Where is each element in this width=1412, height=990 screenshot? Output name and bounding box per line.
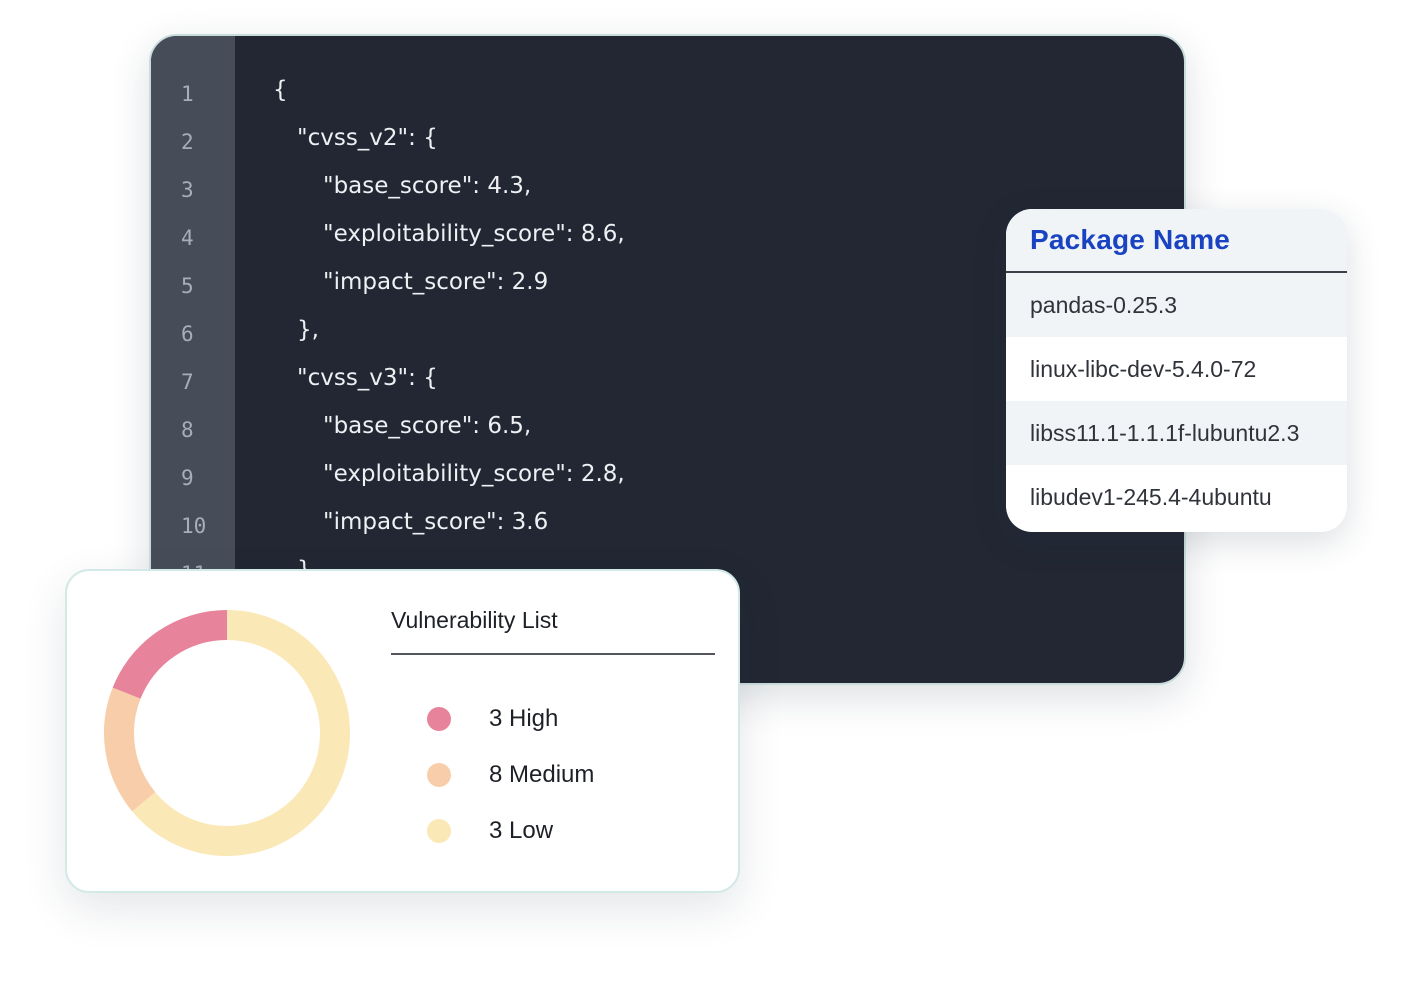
code-line: "impact_score": 3.6 [323, 509, 549, 535]
donut-slice-low [132, 610, 350, 856]
code-line: "base_score": 4.3, [323, 173, 532, 199]
table-row[interactable]: libss11.1-1.1.1f-lubuntu2.3 [1006, 401, 1347, 465]
legend-item-high: 3 High [427, 704, 558, 734]
line-number: 7 [181, 370, 194, 394]
table-row[interactable]: pandas-0.25.3 [1006, 273, 1347, 337]
code-line: "base_score": 6.5, [323, 413, 532, 439]
line-number: 5 [181, 274, 194, 298]
line-number: 3 [181, 178, 194, 202]
line-number: 4 [181, 226, 194, 250]
line-number: 1 [181, 82, 194, 106]
line-number: 10 [181, 514, 207, 538]
table-row[interactable]: linux-libc-dev-5.4.0-72 [1030, 355, 1257, 382]
legend-label: 8 Medium [489, 761, 595, 788]
divider [391, 653, 715, 655]
table-row[interactable]: libudev1-245.4-4ubuntu [1030, 483, 1272, 510]
vulnerability-card: Vulnerability List 3 High 8 Medium 3 Low [65, 569, 740, 893]
code-line: "cvss_v2": { [297, 125, 438, 151]
vulnerability-list-title: Vulnerability List [391, 607, 558, 633]
donut-slice-medium [104, 687, 156, 812]
legend-label: 3 Low [489, 817, 554, 844]
package-table-title: Package Name [1030, 224, 1231, 255]
legend-label: 3 High [489, 705, 559, 732]
code-line: "impact_score": 2.9 [323, 269, 549, 295]
line-number: 2 [181, 130, 194, 154]
code-line: "exploitability_score": 8.6, [323, 221, 625, 247]
legend-item-low: 3 Low [427, 816, 553, 846]
code-line: "cvss_v3": { [297, 365, 438, 391]
high-dot [427, 707, 451, 731]
donut-slice-high [112, 610, 228, 700]
low-dot [427, 819, 451, 843]
line-number: 8 [181, 418, 194, 442]
legend-item-medium: 8 Medium [427, 760, 594, 790]
code-line: "exploitability_score": 2.8, [323, 461, 625, 487]
code-line: }, [297, 317, 319, 343]
medium-dot [427, 763, 451, 787]
package-table: Package Name pandas-0.25.3 linux-libc-de… [1006, 209, 1347, 532]
line-number: 6 [181, 322, 194, 346]
package-table-header: Package Name [1006, 209, 1347, 273]
code-line: { [273, 77, 288, 103]
vulnerability-donut-chart [104, 610, 350, 856]
line-number: 9 [181, 466, 194, 490]
